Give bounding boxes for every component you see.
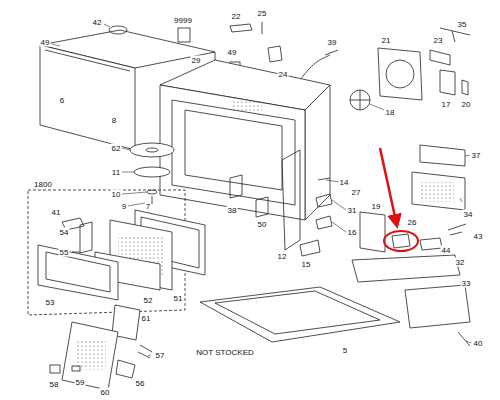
roller-ring (134, 167, 170, 177)
callout-number: 5 (342, 346, 348, 355)
part-37 (420, 145, 465, 166)
callout-number: 44 (441, 246, 452, 255)
callout-number: 10 (111, 190, 122, 199)
callout-number: 26 (407, 218, 418, 227)
coupler (147, 190, 157, 194)
callout-number: 23 (433, 36, 444, 45)
part-58 (50, 365, 60, 373)
part-50 (256, 197, 268, 217)
fan-motor (378, 48, 422, 100)
callout-number: 11 (111, 168, 121, 177)
callout-number: 21 (381, 36, 392, 45)
label-sheet (178, 28, 190, 42)
leader-lines (52, 24, 471, 356)
turntable (130, 143, 174, 157)
callout-number: 29 (191, 56, 202, 65)
highlight-arrow (380, 148, 397, 226)
part-24 (268, 46, 282, 62)
callout-number: 12 (277, 252, 288, 261)
callout-number: 19 (371, 202, 382, 211)
door-group (28, 190, 185, 315)
callout-number: 9 (121, 202, 127, 211)
callout-number: 37 (471, 151, 482, 160)
callout-number: 53 (45, 298, 56, 307)
callout-number: 20 (461, 100, 472, 109)
switches (316, 178, 332, 229)
callout-number: 17 (441, 100, 452, 109)
callout-number: 52 (143, 296, 154, 305)
callout-number: 15 (301, 260, 312, 269)
callout-number: 34 (463, 210, 474, 219)
part-43 (448, 224, 466, 235)
part-42 (109, 26, 127, 34)
callout-number: 35 (457, 20, 468, 29)
note-text: NOT STOCKED (195, 348, 255, 357)
callout-number: 24 (278, 70, 289, 79)
callout-number: 58 (49, 380, 60, 389)
callout-number: 27 (351, 188, 362, 197)
transformer (412, 172, 465, 210)
part-12 (282, 150, 300, 250)
highlight-circle (384, 231, 418, 251)
callout-number: 9999 (173, 16, 193, 25)
part-56 (116, 360, 135, 378)
callout-number: 40 (473, 339, 484, 348)
callout-number: 51 (173, 294, 184, 303)
callout-number: 59 (75, 378, 86, 387)
base-plate (200, 287, 400, 342)
part-33 (405, 285, 470, 328)
callout-number: 43 (473, 232, 484, 241)
callout-number: 50 (257, 220, 268, 229)
part-23-17 (430, 50, 455, 95)
callout-number: 7 (145, 202, 151, 211)
callout-number: 25 (257, 9, 268, 18)
callout-number: 32 (455, 258, 466, 267)
callout-number: 49 (227, 48, 238, 57)
callout-number: 33 (461, 279, 472, 288)
power-cord (300, 50, 338, 84)
callout-number: 8 (111, 116, 117, 125)
part-15 (300, 240, 320, 256)
callout-number: 39 (327, 38, 338, 47)
callout-number: 18 (385, 108, 396, 117)
magnetron (352, 255, 460, 282)
fan-blade (350, 90, 370, 110)
part-19 (360, 212, 385, 252)
callout-number: 60 (100, 388, 111, 397)
callout-number: 56 (135, 379, 146, 388)
callout-number: 57 (155, 351, 166, 360)
part-40 (458, 332, 470, 346)
part-20 (462, 80, 468, 95)
callout-number: 49 (40, 38, 51, 47)
part-57 (138, 345, 152, 358)
control-panel (62, 322, 118, 390)
callout-number: 54 (59, 228, 70, 237)
part-44 (420, 238, 442, 250)
callout-number: 61 (141, 314, 152, 323)
callout-number: 1800 (33, 180, 53, 189)
callout-number: 14 (339, 178, 350, 187)
part-26 (392, 234, 410, 248)
callout-number: 31 (347, 206, 358, 215)
callout-number: 22 (231, 12, 242, 21)
callout-number: 6 (59, 96, 65, 105)
callout-number: 41 (51, 208, 62, 217)
callout-number: 38 (227, 206, 238, 215)
door-outer (38, 245, 118, 300)
callout-number: 62 (111, 144, 122, 153)
callout-number: 55 (59, 248, 70, 257)
callout-number: 16 (347, 228, 358, 237)
callout-number: 42 (92, 18, 103, 27)
part-22-25 (230, 22, 262, 34)
part-38 (230, 175, 242, 198)
latch-54 (80, 222, 92, 253)
cavity (160, 60, 330, 220)
part-35 (440, 28, 470, 42)
